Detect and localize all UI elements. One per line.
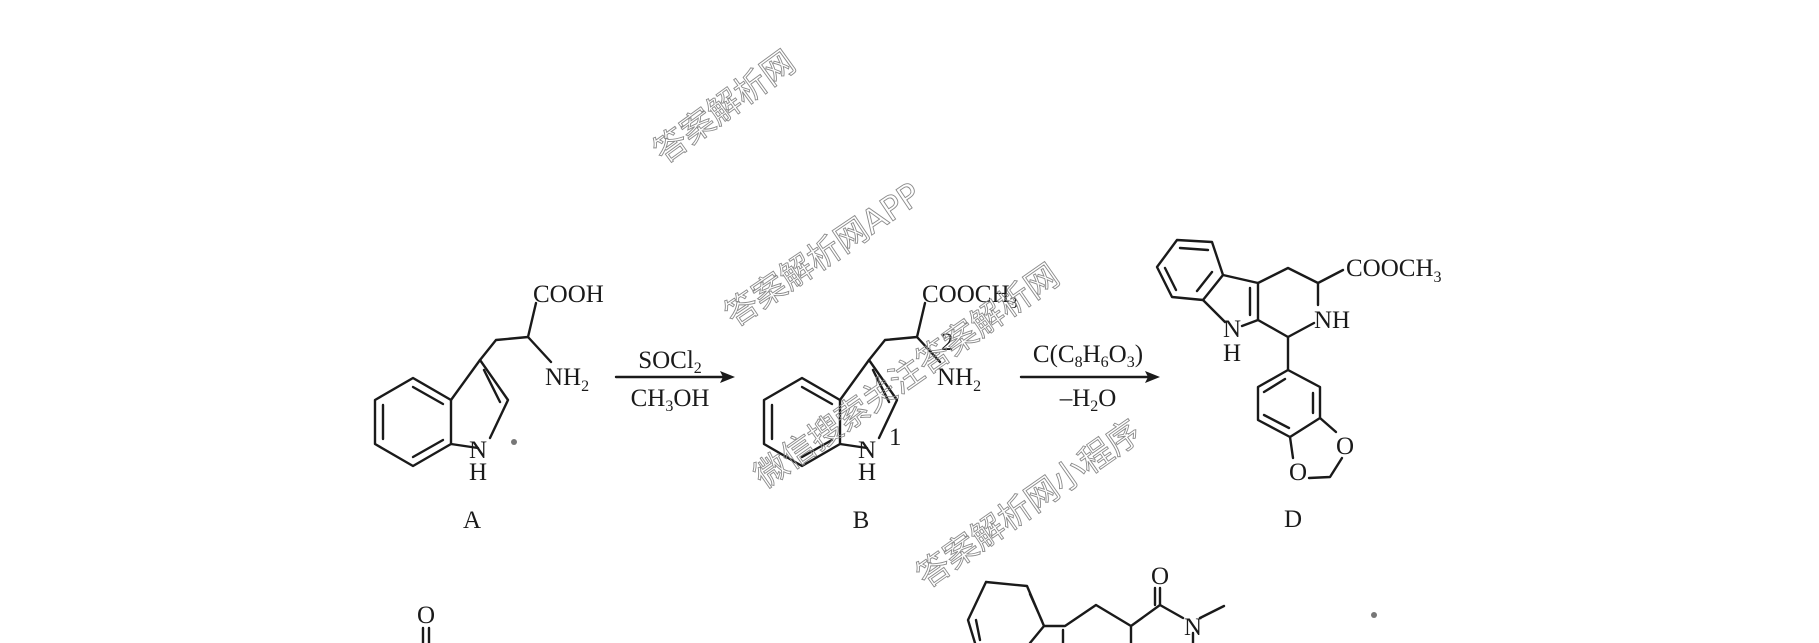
watermark-2: 答案解析网APP	[717, 175, 927, 334]
ring-nitrogen: N	[858, 437, 876, 464]
ester-group: COOCH3	[922, 281, 1018, 312]
solvent-methanol: CH3OH	[631, 385, 710, 415]
ring-nitrogen: N	[469, 437, 487, 464]
reagent-c: C(C8H6O3)	[1033, 341, 1143, 371]
condition-minus-water: –H2O	[1059, 385, 1117, 415]
compound-d: COOCH3 NH N H O O D	[1155, 238, 1442, 533]
carbonyl-oxygen: O	[417, 602, 435, 629]
dot-mark	[1371, 612, 1377, 618]
carboxyl-group: COOH	[533, 281, 604, 308]
compound-b-bonds	[762, 301, 942, 468]
ester-group: COOCH3	[1346, 255, 1442, 286]
compound-partial-left: O	[417, 602, 435, 643]
ring-hydrogen: H	[469, 459, 487, 486]
compound-b: COOCH3 NH2 2 1 N H B	[762, 281, 1018, 534]
dioxole-oxygen-1: O	[1336, 433, 1354, 460]
amide-nitrogen: N	[1184, 614, 1202, 641]
indole-nitrogen: N	[1223, 316, 1241, 343]
amine-group: NH2	[937, 364, 981, 395]
compound-partial-right: O N	[966, 563, 1377, 643]
watermark-1: 答案解析网	[646, 42, 802, 171]
amine-group: NH2	[545, 364, 589, 395]
watermark-4: 答案解析网小程序	[909, 412, 1148, 595]
dot-mark	[511, 439, 517, 445]
compound-d-bonds	[1155, 238, 1345, 480]
reaction-arrow-2: C(C8H6O3) –H2O	[1019, 341, 1160, 415]
compound-a-label: A	[463, 507, 481, 534]
dioxole-oxygen-2: O	[1289, 459, 1307, 486]
ring-nh: NH	[1314, 307, 1350, 334]
reaction-arrow-1: SOCl2 CH3OH	[614, 347, 735, 415]
ring-hydrogen: H	[858, 459, 876, 486]
compound-d-label: D	[1284, 506, 1302, 533]
compound-a-bonds	[373, 301, 553, 468]
compound-a: COOH NH2 N H A	[373, 281, 604, 534]
carbonyl-oxygen: O	[1151, 563, 1169, 590]
reagent-socl2: SOCl2	[638, 347, 702, 377]
position-1-label: 1	[889, 424, 902, 451]
indole-hydrogen: H	[1223, 340, 1241, 367]
position-2-label: 2	[941, 329, 954, 356]
compound-b-label: B	[853, 507, 870, 534]
watermarks: 答案解析网 答案解析网APP 微信搜索关注答案解析网 答案解析网小程序	[646, 42, 1149, 596]
